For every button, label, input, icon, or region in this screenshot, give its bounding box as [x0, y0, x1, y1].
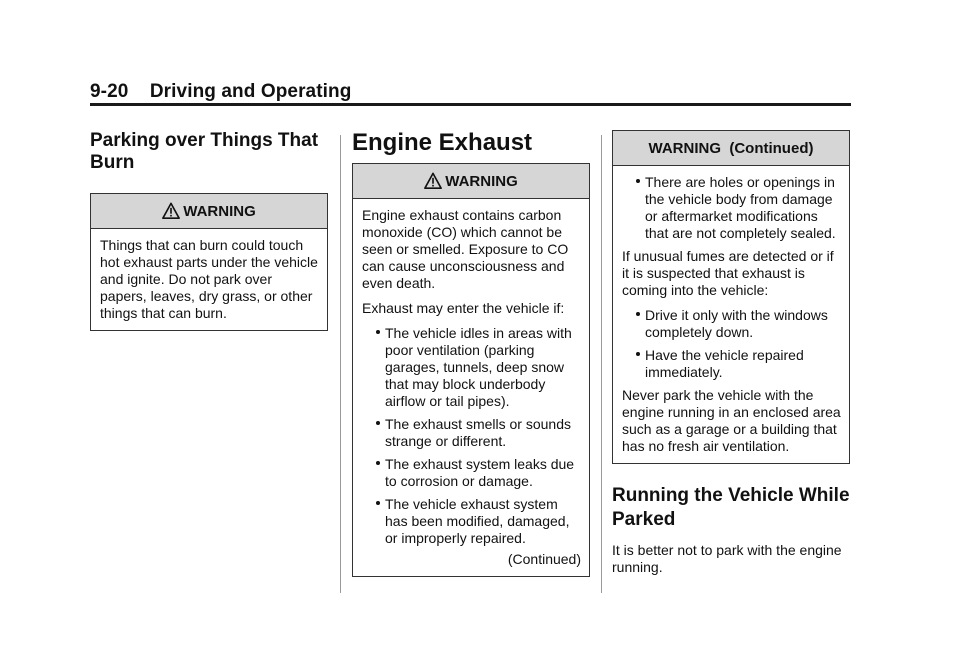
list-item: The vehicle exhaust system has been modi… [362, 496, 581, 547]
header-rule [90, 103, 851, 106]
section-heading-running-parked: Running the Vehicle While Parked [612, 485, 850, 530]
warning-paragraph: If unusual fumes are detected or if it i… [622, 248, 834, 298]
list-item: Drive it only with the windows completel… [622, 307, 841, 341]
warning-body: Engine exhaust contains carbon monoxide … [353, 199, 589, 576]
list-item: The exhaust smells or sounds strange or … [362, 416, 581, 450]
list-item: The exhaust system leaks due to corrosio… [362, 456, 581, 490]
warning-triangle-icon [424, 172, 443, 190]
body-text: It is better not to park with the engine… [612, 542, 842, 575]
warning-bullet-list: There are holes or openings in the vehic… [622, 174, 841, 242]
warning-bullet-list: The vehicle idles in areas with poor ven… [362, 325, 581, 547]
chapter-title: Driving and Operating [149, 81, 352, 102]
warning-header: WARNING [91, 194, 327, 229]
warning-box-exhaust: WARNING Engine exhaust contains carbon m… [352, 163, 590, 577]
warning-triangle-icon [162, 202, 181, 220]
warning-paragraph: Exhaust may enter the vehicle if: [362, 300, 565, 316]
page-header: 9-20 Driving and Operating [90, 81, 351, 103]
warning-header: WARNING [353, 164, 589, 199]
section-heading-engine-exhaust: Engine Exhaust [352, 129, 533, 156]
warning-box-parking: WARNING Things that can burn could touch… [90, 193, 328, 331]
warning-box-continued: WARNING (Continued) There are holes or o… [612, 130, 850, 464]
warning-text: Things that can burn could touch hot exh… [100, 237, 318, 321]
warning-body: There are holes or openings in the vehic… [613, 166, 849, 463]
list-item: There are holes or openings in the vehic… [622, 174, 841, 242]
warning-title: WARNING [445, 172, 518, 190]
page-number: 9-20 [90, 81, 129, 102]
list-item: Have the vehicle repaired immediately. [622, 347, 841, 381]
section-heading-parking: Parking over Things That Burn [90, 130, 319, 173]
warning-paragraph: Never park the vehicle with the engine r… [622, 387, 841, 454]
column-divider [340, 135, 341, 593]
column-2: Engine Exhaust WARNING Engine exhaust co… [352, 128, 590, 577]
column-1: Parking over Things That Burn WARNING Th… [90, 128, 328, 331]
warning-header: WARNING (Continued) [613, 131, 849, 166]
column-divider [601, 135, 602, 593]
warning-title: WARNING (Continued) [648, 139, 814, 157]
warning-paragraph: Engine exhaust contains carbon monoxide … [362, 207, 569, 291]
warning-title: WARNING [183, 202, 256, 220]
warning-body: Things that can burn could touch hot exh… [91, 229, 327, 330]
list-item: The vehicle idles in areas with poor ven… [362, 325, 581, 410]
warning-bullet-list: Drive it only with the windows completel… [622, 307, 841, 381]
continued-label: (Continued) [507, 551, 581, 567]
column-3: WARNING (Continued) There are holes or o… [612, 128, 850, 576]
